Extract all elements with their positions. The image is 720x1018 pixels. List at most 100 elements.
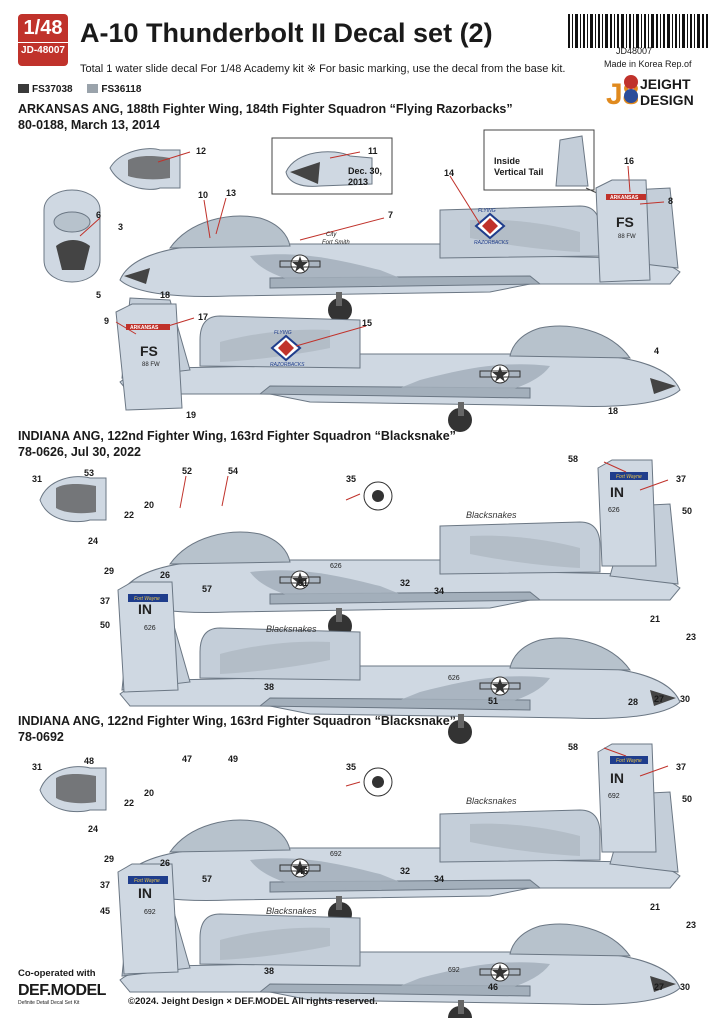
callout-num: 50 (682, 506, 693, 516)
ar-engine-emblem (474, 212, 506, 240)
scale-label: 1/48 (23, 17, 63, 39)
ar-tail-1 (595, 179, 651, 283)
callout-num: 26 (160, 858, 171, 868)
in1-tail-serial-1: 626 (608, 507, 620, 514)
callout-num: 15 (362, 318, 373, 328)
section-2-title: INDIANA ANG, 122nd Fighter Wing, 163rd F… (18, 429, 456, 443)
decal-28-strip (562, 694, 612, 706)
callout-num: 49 (228, 754, 239, 764)
callout-num: 29 (104, 854, 115, 864)
ar-nose-text-1: City (326, 232, 337, 238)
callout-num: 35 (346, 762, 357, 772)
def-model-logo: DEF.MODEL Definite Detail Decal Set Kit (18, 982, 106, 1006)
callout-num: 57 (202, 874, 213, 884)
in1-gear-serial-1: 626 (330, 563, 342, 570)
ar-tail-band-2: ARKANSAS (130, 325, 159, 331)
in2-tail-code-2: IN (138, 885, 152, 901)
in1-tail-band-2: Fort Wayne (134, 596, 160, 602)
callout-num: 26 (160, 570, 171, 580)
in1-tail-serial-2: 626 (144, 625, 156, 632)
callout-num: 17 (198, 312, 209, 322)
inset-date-note: Dec. 30, 2013 (348, 166, 383, 187)
callout-num: 37 (100, 596, 111, 606)
callout-num: 51 (488, 696, 499, 706)
callout-num: 27 (654, 694, 665, 704)
section-indiana-1-title: INDIANA ANG, 122nd Fighter Wing, 163rd F… (18, 428, 456, 460)
in1-tail-code-2: IN (138, 601, 152, 617)
callout-num: 13 (226, 188, 237, 198)
callout-num: 20 (144, 500, 155, 510)
scale-badge: 1/48 JD-48007 (18, 14, 68, 66)
swatch-fs37038 (18, 84, 29, 93)
callout-num: 51 (298, 578, 309, 588)
callout-num: 34 (434, 874, 445, 884)
callout-num: 24 (88, 824, 99, 834)
callout-num: 9 (104, 316, 110, 326)
callout-num: 16 (624, 156, 635, 166)
swatch-fs36118 (87, 84, 99, 93)
in2-tail-2 (117, 863, 179, 975)
ar-engine-text-1: FLYING (478, 208, 496, 214)
ar-engine-emblem-2 (270, 334, 302, 362)
def-model-logo-text: DEF.MODEL (18, 982, 106, 999)
ar-tail-wing-2: 88 FW (142, 362, 160, 368)
callout-num: 4 (654, 346, 660, 356)
callout-num: 21 (650, 902, 661, 912)
callout-num: 34 (434, 586, 445, 596)
callout-num: 46 (488, 982, 499, 992)
callout-num: 45 (100, 906, 111, 916)
ar-engine-text-4: RAZORBACKS (270, 362, 305, 368)
callout-num: 37 (676, 762, 687, 772)
in1-tail-code-1: IN (610, 484, 624, 500)
callout-num: 10 (198, 190, 209, 200)
page-title: A-10 Thunderbolt II Decal set (2) (80, 18, 493, 48)
barcode-number: JD48007 (616, 46, 653, 56)
in2-engine-text-2: Blacksnakes (266, 906, 317, 916)
callout-num: 58 (568, 454, 579, 464)
section-arkansas-title: ARKANSAS ANG, 188th Fighter Wing, 184th … (18, 101, 513, 133)
in2-tail-serial-1: 692 (608, 793, 620, 800)
callout-num: 5 (96, 290, 102, 300)
callout-num: 28 (628, 697, 639, 707)
callout-num: 19 (186, 410, 197, 420)
callout-num: 22 (124, 510, 135, 520)
brand-name: JEIGHT DESIGN (640, 76, 694, 108)
in1-engine-text-1: Blacksnakes (466, 510, 517, 520)
brand-line2: DESIGN (640, 92, 694, 108)
ar-tail-code-1: FS (616, 214, 634, 230)
def-model-tagline: Definite Detail Decal Set Kit (18, 1000, 80, 1006)
callout-num: 46 (298, 866, 309, 876)
ar-tail-band-1: ARKANSAS (610, 195, 639, 201)
callout-num: 8 (668, 196, 674, 206)
callout-num: 37 (676, 474, 687, 484)
callout-num: 48 (84, 756, 95, 766)
ar-nose-text-2: Fort Smith (322, 240, 350, 246)
section-indiana-2-title: INDIANA ANG, 122nd Fighter Wing, 163rd F… (18, 713, 456, 745)
in2-gear-serial-2: 692 (448, 967, 460, 974)
in2-tail-1 (597, 743, 657, 853)
swatch-label-1: FS37038 (32, 84, 73, 95)
callout-num: 38 (264, 966, 275, 976)
section-2-serial: 78-0626, Jul 30, 2022 (18, 445, 142, 459)
callout-num: 30 (680, 694, 691, 704)
callout-num: 29 (104, 566, 115, 576)
callout-num: 50 (682, 794, 693, 804)
section-3-serial: 78-0692 (18, 730, 64, 744)
callout-num: 47 (182, 754, 193, 764)
callout-num: 30 (680, 982, 691, 992)
inset-inside-tail-note: Inside Vertical Tail (494, 156, 544, 177)
callout-num: 18 (608, 406, 619, 416)
callout-num: 6 (96, 210, 102, 220)
ar-tail-2 (115, 303, 183, 411)
callout-num: 11 (368, 146, 378, 156)
callout-num: 38 (264, 682, 275, 692)
swatch-label-2: FS36118 (101, 84, 142, 95)
barcode-icon (568, 14, 708, 48)
in1-gear-serial-2: 626 (448, 675, 460, 682)
callout-num: 20 (144, 788, 155, 798)
ar-aircraft-left (119, 187, 681, 323)
callout-num: 18 (160, 290, 171, 300)
section-1-serial: 80-0188, March 13, 2014 (18, 118, 160, 132)
callout-num: 12 (196, 146, 207, 156)
copyright-notice: ©2024. Jeight Design × DEF.MODEL All rig… (128, 996, 378, 1007)
